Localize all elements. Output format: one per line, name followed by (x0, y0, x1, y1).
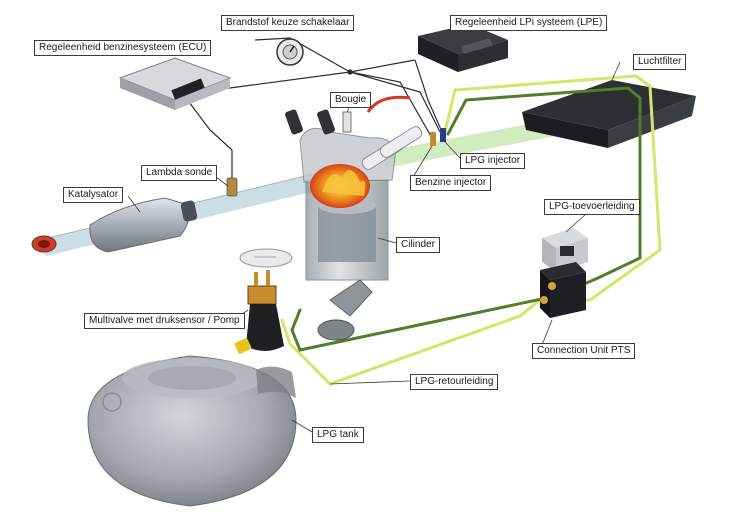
label-regeleenheid-ecu: Regeleenheid benzinesysteem (ECU) (34, 40, 212, 56)
label-lpg-retourleiding: LPG-retourleiding (410, 374, 499, 390)
connection-unit-pts (540, 228, 588, 318)
catalytic-converter (31, 197, 198, 253)
label-brandstof-schakelaar: Brandstof keuze schakelaar (221, 15, 355, 31)
label-multivalve: Multivalve met druksensor / Pomp (84, 313, 245, 329)
label-connection-unit: Connection Unit PTS (532, 343, 636, 359)
label-lpg-toevoerleiding: LPG-toevoerleiding (544, 199, 640, 215)
label-katalysator: Katalysator (63, 187, 124, 203)
fuel-switch (276, 38, 304, 66)
wiring (182, 37, 443, 151)
label-luchtfilter: Luchtfilter (633, 54, 687, 70)
ecu-unit (118, 57, 232, 110)
lpg-tank (87, 355, 297, 507)
label-bougie: Bougie (330, 92, 372, 108)
combustion-flame (310, 164, 370, 208)
lpe-unit (418, 24, 508, 72)
label-regeleenheid-lpi: Regeleenheid LPi systeem (LPE) (450, 15, 608, 31)
multivalve-pump (234, 270, 284, 354)
label-lambda-sonde: Lambda sonde (141, 165, 218, 181)
tank-cover-plate (239, 248, 293, 268)
lambda-sensor (226, 150, 238, 197)
label-lpg-injector: LPG injector (460, 153, 526, 169)
injector-tubes (361, 126, 446, 170)
label-cilinder: Cilinder (396, 237, 440, 253)
label-lpg-tank: LPG tank (312, 427, 364, 443)
lpg-lines (280, 74, 662, 386)
label-benzine-injector: Benzine injector (410, 175, 492, 191)
